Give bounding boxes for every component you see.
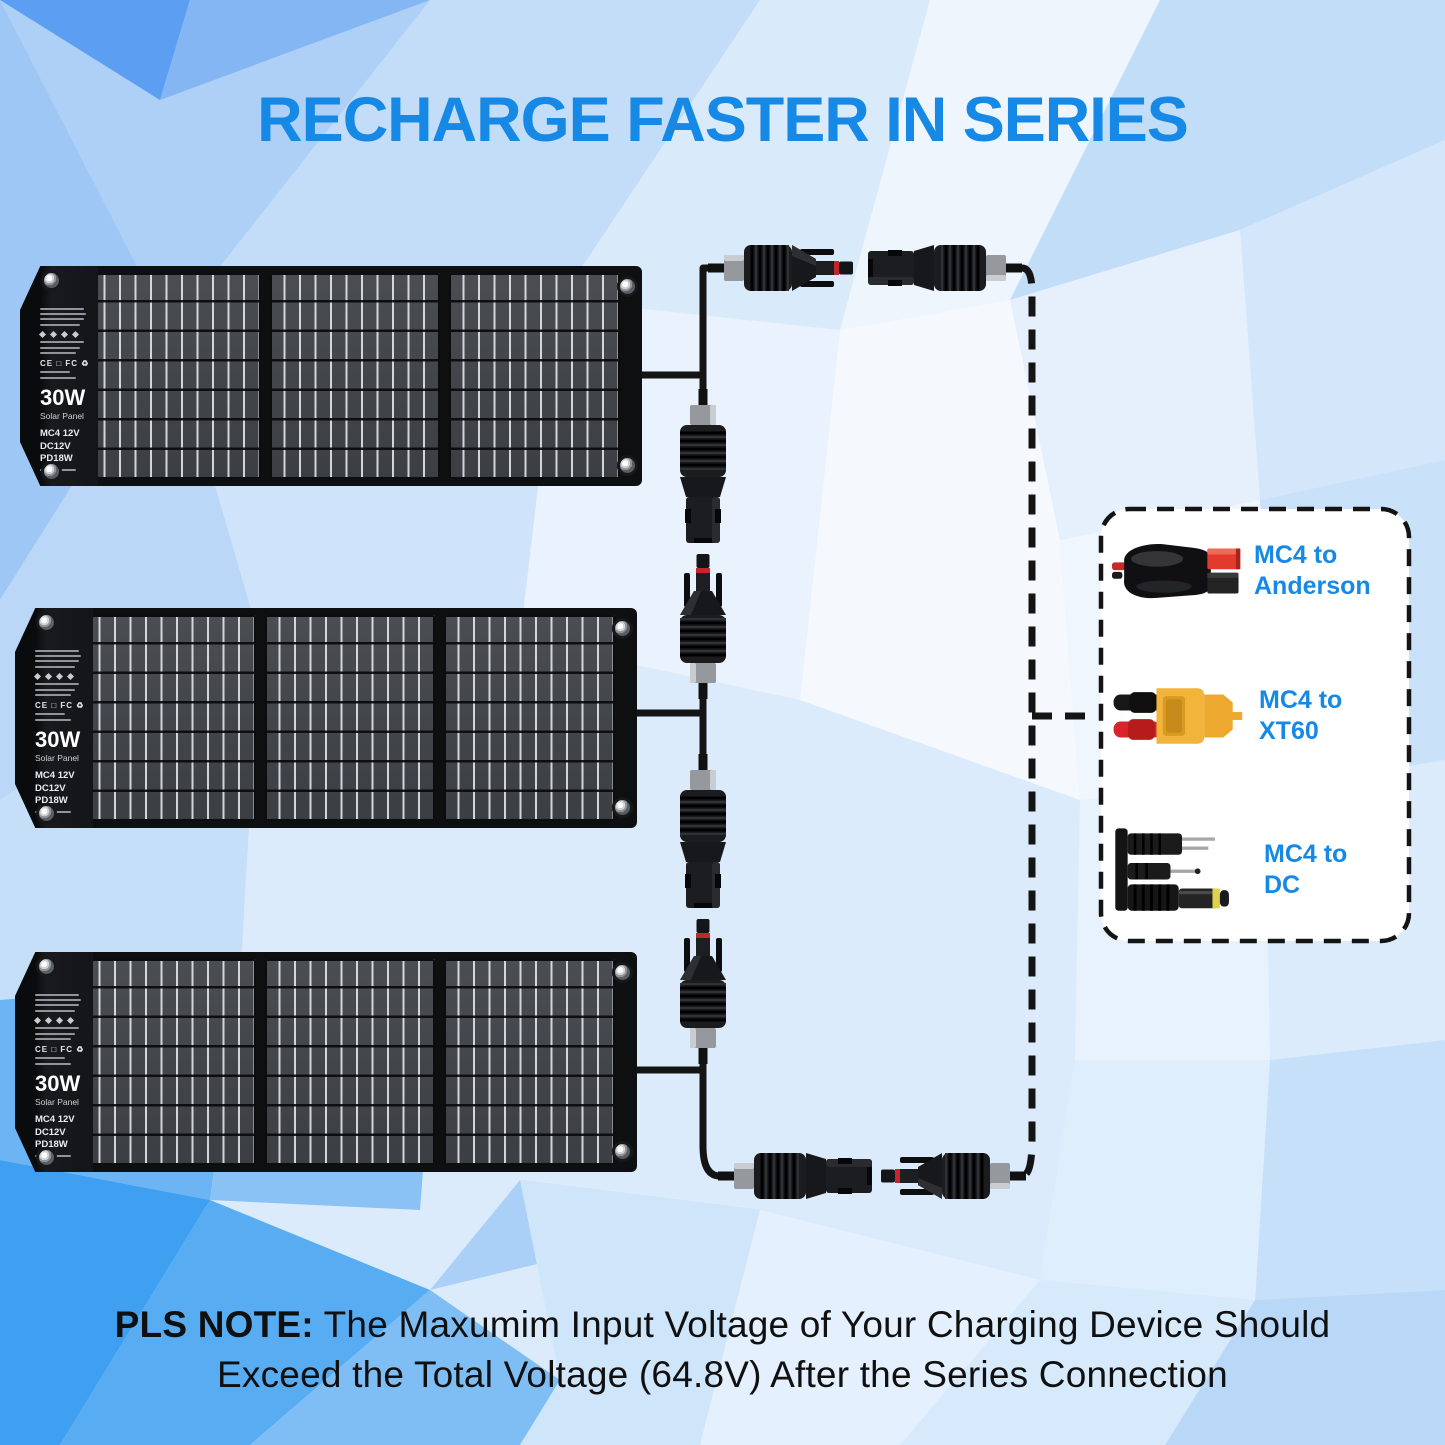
adapter-label: MC4 to XT60 (1259, 685, 1343, 745)
grommet-eyelet (615, 1144, 630, 1159)
port-icons (33, 672, 75, 680)
micro-print-line (35, 1004, 79, 1007)
solar-cell-section (264, 959, 436, 1165)
panel-spec: PD18W (35, 1139, 68, 1151)
certification-marks: CE □ FC ♻ (35, 700, 85, 710)
micro-print-line (35, 1062, 71, 1065)
solar-cell-section (90, 273, 261, 479)
panel-label-flap: CE □ FC ♻ 30W Solar Panel MC4 12V DC12V … (20, 266, 98, 486)
panel-label: CE □ FC ♻ 30W Solar Panel MC4 12V DC12V … (33, 648, 91, 816)
certification-marks: CE □ FC ♻ (35, 1044, 85, 1054)
micro-print-line (35, 688, 75, 691)
panel-wattage: 30W (35, 1071, 81, 1097)
micro-print-line (40, 313, 86, 316)
port-icons (33, 1016, 75, 1024)
note-line1: The Maxumim Input Voltage of Your Chargi… (323, 1304, 1331, 1345)
panel-spec: PD18W (40, 453, 73, 465)
panel-label: CE □ FC ♻ 30W Solar Panel MC4 12V DC12V … (38, 306, 96, 474)
micro-print-line (35, 665, 75, 668)
solar-panel-3: CE □ FC ♻ 30W Solar Panel MC4 12V DC12V … (15, 952, 637, 1172)
micro-print-line (40, 376, 76, 379)
grommet-eyelet (615, 621, 630, 636)
page-title: RECHARGE FASTER IN SERIES (257, 85, 1189, 155)
solar-cell-sections (75, 608, 637, 828)
panel-type: Solar Panel (35, 753, 79, 764)
micro-print-line (40, 318, 84, 321)
micro-print-line (40, 307, 84, 310)
panel-spec: DC12V (35, 782, 66, 794)
panel-type: Solar Panel (35, 1097, 79, 1108)
adapter-mc4-to-anderson: MC4 to Anderson (1112, 536, 1402, 606)
micro-print-line (35, 1009, 75, 1012)
micro-print-line (35, 1037, 71, 1040)
solar-cell-section (449, 273, 621, 479)
grommet-eyelet (620, 279, 635, 294)
solar-cell-section (85, 959, 256, 1165)
panel-type: Solar Panel (40, 411, 84, 422)
certification-marks: CE □ FC ♻ (40, 358, 90, 368)
panel-spec: MC4 12V (35, 1114, 75, 1126)
micro-print-line (40, 323, 80, 326)
port-icons (38, 330, 80, 338)
micro-print-line (40, 351, 76, 354)
solar-cell-sections (75, 952, 637, 1172)
micro-print-line (35, 655, 81, 658)
micro-print-line (35, 649, 79, 652)
solar-cell-section (269, 273, 441, 479)
panel-spec: PD18W (35, 795, 68, 807)
dc-connector-icon (1115, 828, 1229, 911)
grommet-eyelet (44, 464, 59, 479)
panel-label-flap: CE □ FC ♻ 30W Solar Panel MC4 12V DC12V … (15, 952, 93, 1172)
micro-print-line (40, 341, 84, 344)
bottom-note: PLS NOTE: The Maxumim Input Voltage of Y… (60, 1300, 1385, 1400)
panel-wattage: 30W (35, 727, 81, 753)
solar-cell-section (444, 615, 616, 821)
adapter-options-box: MC4 to Anderson MC4 to XT60 (1098, 506, 1412, 944)
solar-cell-section (444, 959, 616, 1165)
micro-print-line (35, 1057, 65, 1060)
note-prefix: PLS NOTE: (114, 1304, 314, 1345)
micro-print-line (35, 999, 81, 1002)
panel-spec: DC12V (35, 1126, 66, 1138)
grommet-eyelet (44, 273, 59, 288)
panel-spec: MC4 12V (40, 428, 80, 440)
micro-print-line (35, 713, 65, 716)
grommet-eyelet (39, 959, 54, 974)
micro-print-line (35, 1032, 75, 1035)
grommet-eyelet (39, 615, 54, 630)
grommet-eyelet (615, 965, 630, 980)
solar-panel-2: CE □ FC ♻ 30W Solar Panel MC4 12V DC12V … (15, 608, 637, 828)
note-line2: Exceed the Total Voltage (64.8V) After t… (217, 1353, 1228, 1395)
micro-print-line (35, 683, 79, 686)
xt60-connector-icon (1113, 688, 1243, 744)
solar-cell-section (264, 615, 436, 821)
solar-panel-1: CE □ FC ♻ 30W Solar Panel MC4 12V DC12V … (20, 266, 642, 486)
solar-cell-sections (80, 266, 642, 486)
adapter-label: MC4 to Anderson (1254, 540, 1371, 600)
micro-print-line (40, 371, 70, 374)
micro-print-line (40, 346, 80, 349)
grommet-eyelet (620, 458, 635, 473)
dashed-border (1098, 506, 1412, 944)
grommet-eyelet (39, 1150, 54, 1165)
panel-spec: DC12V (40, 440, 71, 452)
panel-wattage: 30W (40, 385, 86, 411)
anderson-connector-icon (1112, 544, 1241, 599)
micro-print-line (35, 718, 71, 721)
adapter-mc4-to-dc: MC4 to DC (1112, 826, 1402, 914)
grommet-eyelet (39, 806, 54, 821)
solar-cell-section (85, 615, 256, 821)
micro-print-line (35, 1027, 79, 1030)
micro-print-line (35, 693, 71, 696)
micro-print-line (35, 993, 79, 996)
grommet-eyelet (615, 800, 630, 815)
panel-label-flap: CE □ FC ♻ 30W Solar Panel MC4 12V DC12V … (15, 608, 93, 828)
panel-label: CE □ FC ♻ 30W Solar Panel MC4 12V DC12V … (33, 992, 91, 1160)
micro-print-line (35, 660, 79, 663)
panel-spec: MC4 12V (35, 770, 75, 782)
adapter-mc4-to-xt60: MC4 to XT60 (1112, 678, 1402, 754)
adapter-label: MC4 to DC (1264, 839, 1348, 899)
